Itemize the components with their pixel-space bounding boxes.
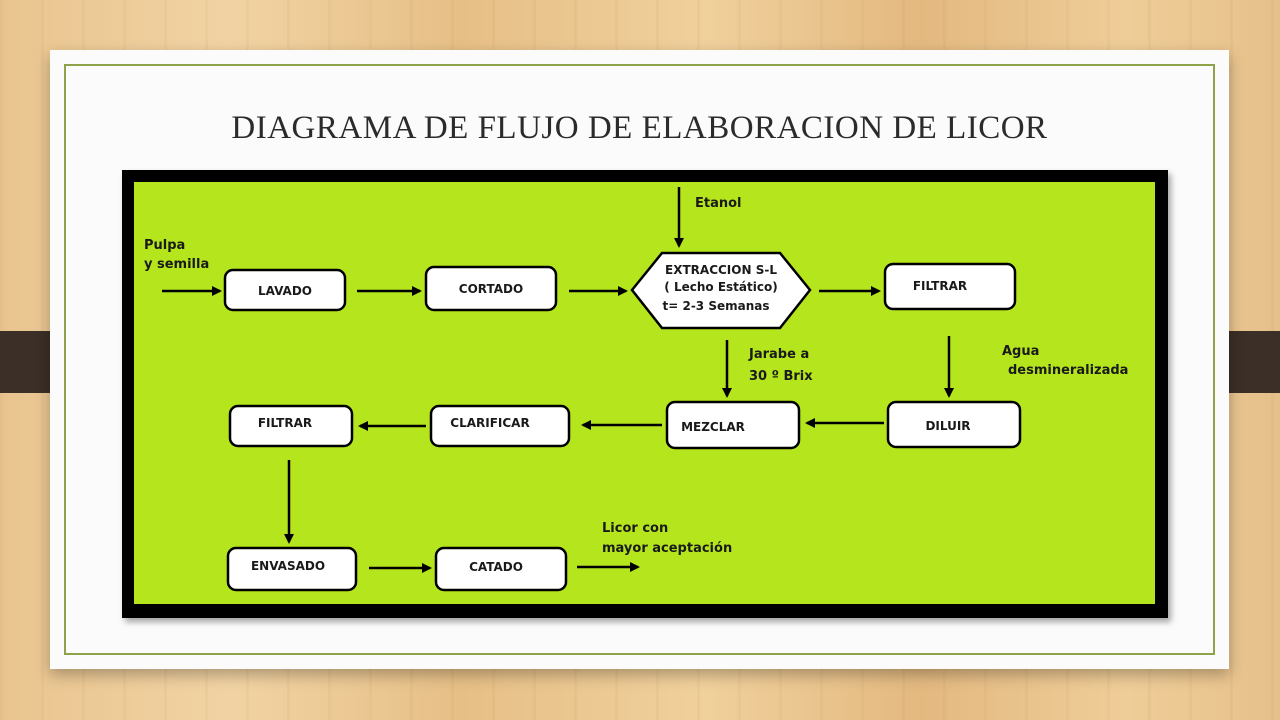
slide-title: DIAGRAMA DE FLUJO DE ELABORACION DE LICO… [231, 110, 1048, 146]
lavado-label: LAVADO [258, 284, 312, 298]
input-jarabe-line1: Jarabe a [748, 347, 809, 362]
process-filtrar-1: FILTRAR [883, 262, 1017, 311]
output-licor-line2: mayor aceptación [602, 541, 732, 556]
clarificar-label: CLARIFICAR [450, 416, 529, 430]
input-pulpa-line1: Pulpa [144, 238, 185, 253]
cortado-label: CORTADO [459, 282, 523, 296]
envasado-label: ENVASADO [251, 559, 325, 573]
filtrar-2-label: FILTRAR [258, 416, 312, 430]
process-mezclar: MEZCLAR [665, 400, 801, 450]
diagram-background [134, 182, 1155, 604]
slide-border [64, 64, 1215, 655]
input-jarabe-line2: 30 º Brix [749, 369, 813, 384]
diluir-label: DILUIR [925, 419, 970, 433]
catado-label: CATADO [469, 560, 523, 574]
input-agua-line1: Agua [1002, 344, 1039, 359]
input-agua-line2: desmineralizada [1008, 363, 1128, 378]
input-pulpa-line2: y semilla [144, 257, 209, 272]
extraccion-label-1: EXTRACCION S-L [665, 263, 777, 277]
process-diluir: DILUIR [886, 400, 1022, 449]
process-filtrar-2: FILTRAR [228, 404, 354, 448]
process-catado: CATADO [434, 546, 568, 592]
extraccion-label-3: t= 2-3 Semanas [663, 299, 770, 313]
extraccion-label-2: ( Lecho Estático) [664, 280, 777, 294]
slide: DIAGRAMA DE FLUJO DE ELABORACION DE LICO… [50, 50, 1229, 669]
output-licor-line1: Licor con [602, 521, 668, 536]
process-lavado: LAVADO [223, 268, 347, 312]
process-extraccion: EXTRACCION S-L ( Lecho Estático) t= 2-3 … [630, 251, 812, 330]
filtrar-1-label: FILTRAR [913, 279, 967, 293]
process-envasado: ENVASADO [226, 546, 358, 592]
input-etanol: Etanol [695, 196, 742, 211]
mezclar-label: MEZCLAR [681, 420, 745, 434]
flow-diagram: LAVADO CORTADO EXTRACCION S-L ( Lecho Es… [122, 170, 1168, 618]
process-clarificar: CLARIFICAR [429, 404, 571, 448]
process-cortado: CORTADO [424, 265, 558, 312]
